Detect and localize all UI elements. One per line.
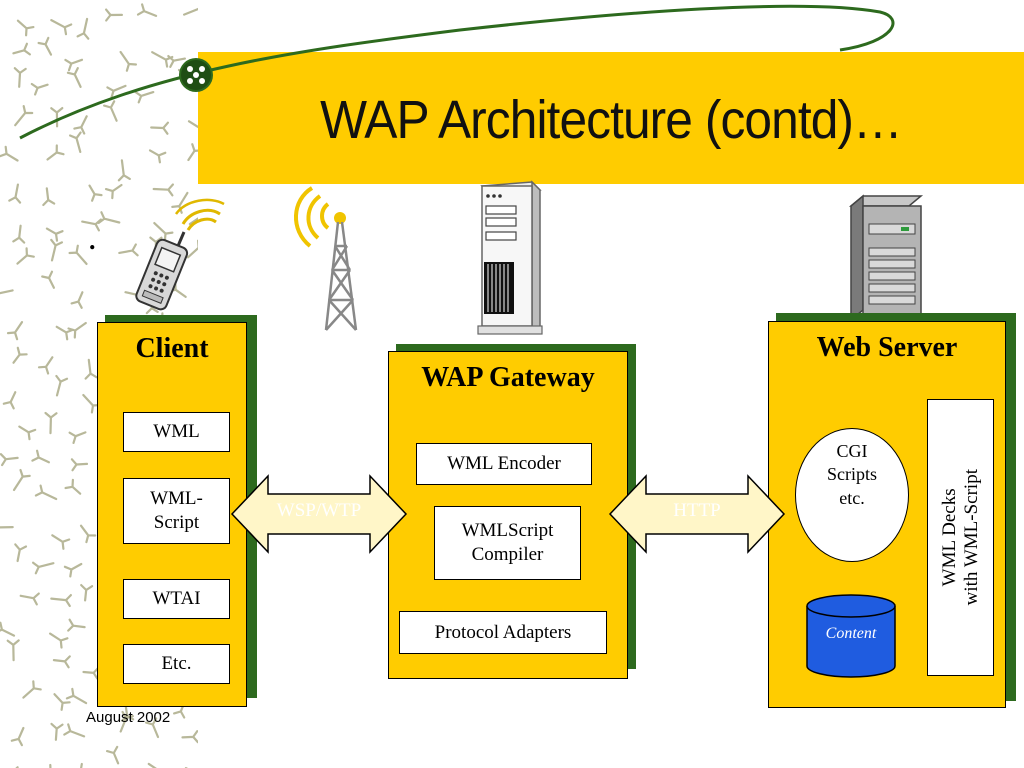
pattern-mark bbox=[12, 468, 31, 492]
pattern-mark bbox=[42, 187, 56, 207]
pattern-mark bbox=[46, 144, 65, 161]
pattern-mark bbox=[51, 534, 71, 550]
pattern-mark bbox=[2, 391, 17, 410]
client-item-wtai: WTAI bbox=[123, 579, 230, 619]
pattern-mark bbox=[97, 211, 121, 224]
pattern-mark bbox=[6, 639, 20, 662]
pattern-mark bbox=[50, 238, 63, 262]
content-label: Content bbox=[825, 625, 877, 642]
gateway-heading: WAP Gateway bbox=[421, 362, 595, 393]
client-item-etc: Etc. bbox=[123, 644, 230, 684]
pattern-mark bbox=[8, 183, 22, 204]
pattern-mark bbox=[55, 374, 69, 397]
pattern-mark bbox=[84, 358, 98, 380]
pattern-mark bbox=[67, 321, 87, 339]
pattern-mark bbox=[52, 655, 71, 669]
pattern-mark bbox=[63, 723, 86, 738]
pattern-mark bbox=[63, 562, 83, 578]
server-heading: Web Server bbox=[816, 332, 958, 363]
pattern-mark bbox=[22, 680, 42, 699]
pattern-mark bbox=[68, 244, 88, 265]
pattern-mark bbox=[70, 291, 84, 309]
wml-decks-box: WML Decks with WML-Script bbox=[927, 399, 994, 676]
pattern-mark bbox=[53, 693, 71, 711]
pattern-mark bbox=[6, 321, 24, 341]
pattern-mark bbox=[148, 149, 167, 164]
pattern-mark bbox=[70, 458, 89, 472]
pattern-mark bbox=[186, 239, 198, 259]
pattern-mark bbox=[80, 584, 94, 602]
cgi-scripts-ellipse bbox=[795, 428, 909, 562]
pattern-mark bbox=[50, 594, 72, 608]
wsp-wtp-arrow bbox=[230, 474, 408, 554]
gateway-item-protocol-adapters: Protocol Adapters bbox=[399, 611, 607, 654]
pattern-mark bbox=[37, 356, 54, 375]
footer-date: August 2002 bbox=[86, 709, 171, 726]
pattern-mark bbox=[65, 687, 88, 705]
web-server-icon bbox=[848, 194, 924, 322]
pattern-mark bbox=[68, 431, 87, 444]
wml-decks-label: WML Decks with WML-Script bbox=[938, 469, 982, 606]
stray-dot: . bbox=[89, 226, 96, 255]
pattern-mark bbox=[104, 183, 123, 200]
pattern-mark bbox=[117, 159, 131, 182]
pattern-mark bbox=[34, 484, 58, 501]
pattern-mark bbox=[106, 745, 120, 765]
pattern-mark bbox=[32, 561, 55, 575]
pattern-mark bbox=[67, 618, 86, 632]
pattern-mark bbox=[0, 621, 16, 637]
slide-title: WAP Architecture (contd)… bbox=[320, 90, 903, 150]
pattern-mark bbox=[18, 425, 37, 441]
pattern-mark bbox=[14, 543, 28, 563]
http-label: HTTP bbox=[673, 500, 721, 521]
pattern-mark bbox=[19, 592, 40, 606]
pattern-mark bbox=[49, 763, 52, 768]
pattern-mark bbox=[12, 224, 26, 244]
content-cylinder-icon bbox=[806, 594, 896, 678]
pattern-mark bbox=[64, 478, 82, 495]
radio-tower-icon bbox=[294, 186, 358, 331]
pattern-mark bbox=[79, 524, 97, 544]
pattern-mark bbox=[49, 632, 69, 649]
pattern-mark bbox=[0, 145, 19, 162]
pattern-mark bbox=[45, 227, 64, 242]
pattern-mark bbox=[31, 449, 50, 464]
pattern-mark bbox=[152, 183, 174, 197]
pattern-mark bbox=[118, 243, 139, 257]
pattern-mark bbox=[12, 346, 28, 364]
pattern-mark bbox=[0, 526, 14, 529]
pattern-mark bbox=[187, 143, 198, 162]
wsp-wtp-label: WSP/WTP bbox=[276, 500, 362, 521]
pattern-mark bbox=[41, 270, 55, 289]
pattern-mark bbox=[119, 710, 134, 733]
pattern-mark bbox=[50, 722, 64, 741]
pattern-mark bbox=[188, 217, 198, 226]
client-item-wmlscript: WML- Script bbox=[123, 478, 230, 544]
gateway-server-icon bbox=[477, 180, 543, 335]
pattern-mark bbox=[16, 247, 35, 265]
pattern-mark bbox=[0, 453, 19, 467]
pattern-mark bbox=[10, 726, 25, 747]
client-heading: Client bbox=[135, 333, 209, 364]
pattern-mark bbox=[80, 762, 83, 768]
gateway-item-wmlscript-compiler: WMLScript Compiler bbox=[434, 506, 581, 580]
pattern-mark bbox=[145, 717, 160, 739]
cgi-scripts-label: CGI Scripts etc. bbox=[826, 441, 877, 508]
http-arrow bbox=[608, 474, 786, 554]
pattern-mark bbox=[44, 411, 58, 435]
pattern-mark bbox=[88, 184, 103, 202]
client-item-wml: WML bbox=[123, 412, 230, 452]
pattern-mark bbox=[0, 289, 14, 295]
gateway-item-wml-encoder: WML Encoder bbox=[416, 443, 592, 485]
pattern-mark bbox=[181, 730, 198, 744]
mobile-phone-icon bbox=[135, 198, 225, 311]
